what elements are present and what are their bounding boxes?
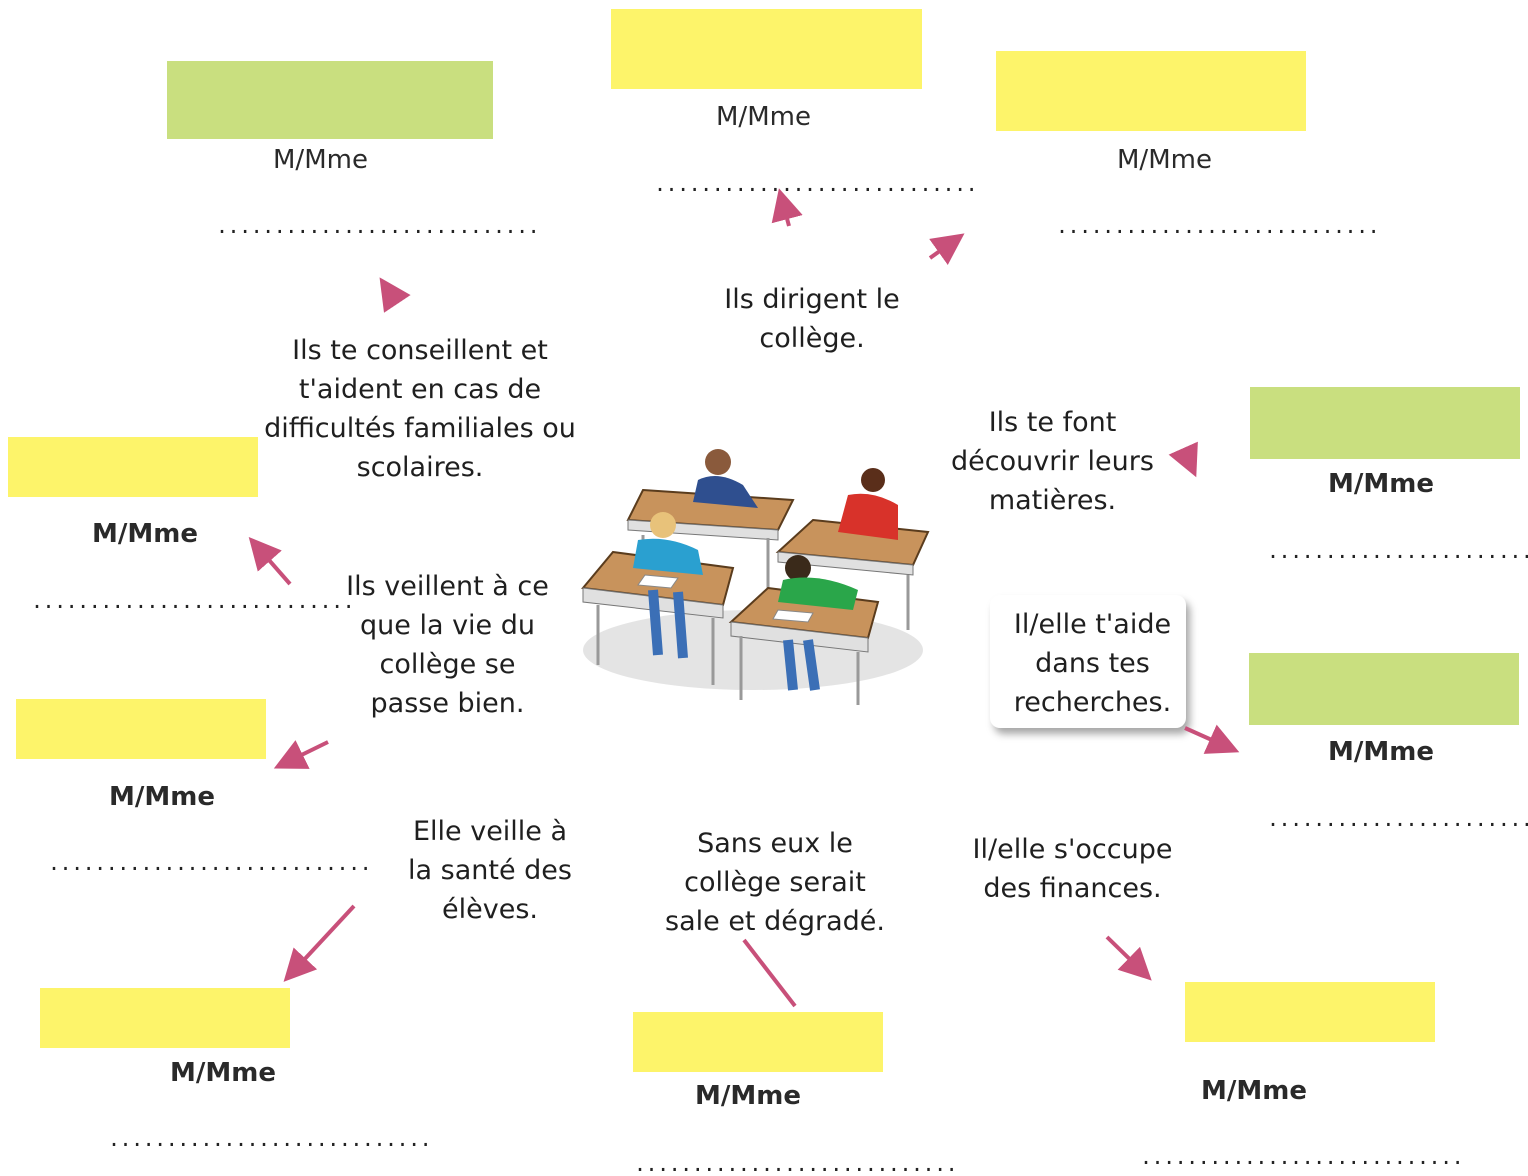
description-professeurs: Ils te font découvrir leurs matières. [951,407,1154,516]
arrow-conseillers [379,277,411,313]
arrow-direction-2 [928,233,965,265]
arrow-professeurs [1168,441,1198,478]
name-blank[interactable]: ............................ [1056,214,1380,238]
description-vie-scolaire: Ils veillent à ce que la vie du collège … [346,571,549,719]
arrow-infirmiere [283,904,356,982]
arrow-surveillance [273,740,329,769]
answer-box-direction[interactable] [611,9,922,89]
salutation-label: M/Mme [716,102,811,132]
salutation-label: M/Mme [1328,737,1434,767]
answer-box-infirmiere[interactable] [40,988,290,1048]
name-blank[interactable]: ............................ [1140,1145,1464,1169]
documentaliste-callout [990,595,1186,728]
answer-box-agents[interactable] [633,1012,883,1072]
name-blank[interactable]: ............................ [654,172,978,196]
answer-box-documentaliste[interactable] [1249,653,1519,725]
students-illustration [581,449,930,705]
description-gestionnaire: Il/elle s'occupe des finances. [972,834,1173,904]
salutation-label: M/Mme [109,782,215,812]
description-conseillers: Ils te conseillent et t'aident en cas de… [264,335,576,483]
name-blank[interactable]: ............................ [31,589,355,613]
salutation-label: M/Mme [1201,1076,1307,1106]
description-documentaliste: Il/elle t'aide dans tes recherches. [1013,609,1172,718]
answer-box-gestionnaire[interactable] [1185,982,1435,1042]
arrow-direction [771,188,803,227]
salutation-label: M/Mme [1328,469,1434,499]
answer-box-professeurs[interactable] [1250,387,1520,459]
answer-box-surveillance[interactable] [16,699,266,759]
description-infirmiere: Elle veille à la santé des élèves. [408,816,572,925]
name-blank[interactable]: ............................ [1267,539,1528,563]
answer-box-conseillers[interactable] [167,61,493,139]
arrow-documentaliste [1184,724,1240,754]
arrow-gestionnaire [1105,935,1152,981]
name-blank[interactable]: ............................ [216,214,540,238]
salutation-label: M/Mme [695,1081,801,1111]
name-blank[interactable]: ............................ [48,851,372,875]
salutation-label: M/Mme [273,145,368,175]
salutation-label: M/Mme [170,1058,276,1088]
answer-box-vie-scolaire[interactable] [8,437,258,497]
name-blank[interactable]: ............................ [108,1127,432,1151]
description-direction: Ils dirigent le collège. [724,284,900,354]
line-agents [742,938,797,1008]
answer-box-direction-2[interactable] [996,51,1306,131]
name-blank[interactable]: ............................ [1267,807,1528,831]
salutation-label: M/Mme [1117,145,1212,175]
salutation-label: M/Mme [92,519,198,549]
description-agents: Sans eux le collège serait sale et dégra… [665,828,885,937]
arrow-vie-scolaire [248,536,292,586]
